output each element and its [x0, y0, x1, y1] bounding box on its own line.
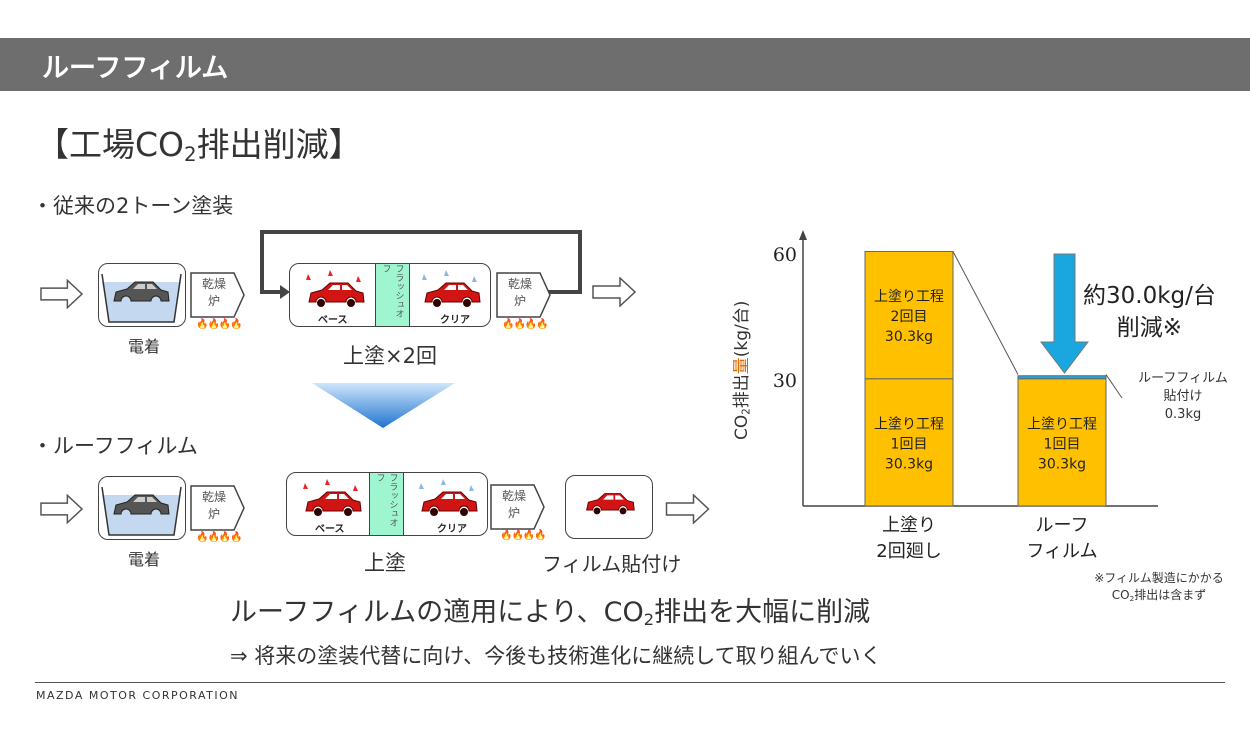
y-tick-label: 60 — [773, 244, 797, 266]
conclusion-part: 排出を大幅に削減 — [654, 597, 871, 628]
conclusion-part: ルーフフィルムの適用により、CO — [230, 597, 644, 628]
flame-icon: 🔥🔥🔥🔥 — [196, 319, 243, 330]
dryer-label: 炉 — [207, 507, 220, 521]
dryer-label: 炉 — [207, 294, 220, 308]
dryer-oven-1: 乾燥炉 — [190, 272, 246, 318]
bar-segment — [864, 250, 954, 380]
bar-segment-label: 30.3kg — [885, 456, 933, 472]
paint-booth-2: ベース フラッシュオフ クリア — [286, 472, 488, 536]
connector-line — [952, 251, 1019, 375]
conclusion-line-2: ⇒ 将来の塗装代替に向け、今後も技術進化に継続して取り組んでいく — [230, 644, 882, 668]
dryer-oven-3: 乾燥炉 — [190, 485, 246, 531]
paint-booth-1: ベース フラッシュオフ クリア — [289, 263, 491, 327]
co2-chart: 60 30 上塗り工程 1回目 30.3kg 上塗り工程 1回目 30.3kg 上塗り工程 2回目… — [773, 230, 1158, 562]
footnote-line: ※フィルム製造にかかる — [1094, 571, 1224, 585]
ed-tank-1 — [98, 263, 186, 327]
flash-off-zone: フラッシュオフ — [375, 264, 410, 326]
bar-segment-label: 30.3kg — [885, 329, 933, 345]
clear-label: クリア — [437, 524, 467, 535]
dryer-oven-4: 乾燥炉 — [490, 484, 546, 530]
film-caption: フィルム貼付け — [542, 552, 682, 576]
film-leader-line — [1105, 374, 1123, 399]
bar-segment-label: 上塗り工程 — [874, 288, 944, 305]
flame-icon: 🔥🔥🔥🔥 — [500, 530, 547, 541]
y-axis-arrowhead — [799, 230, 807, 240]
film-application-box — [565, 475, 653, 539]
ed-caption-1: 電着 — [128, 337, 161, 356]
conclusion-line-1: ルーフフィルムの適用により、CO2排出を大幅に削減 — [230, 590, 870, 629]
dryer-label: 乾燥 — [201, 490, 226, 504]
topcoat-x2-caption: 上塗×2回 — [343, 344, 437, 368]
dryer-label: 炉 — [507, 506, 520, 520]
topcoat-caption: 上塗 — [364, 551, 406, 575]
ed-car-icon — [101, 486, 182, 536]
slide-title: ルーフフィルム — [42, 53, 229, 84]
ed-caption-2: 電着 — [128, 550, 161, 569]
film-annot-line: ルーフフィルム — [1138, 371, 1228, 386]
footer-company: MAZDA MOTOR CORPORATION — [36, 689, 240, 702]
dryer-label: 乾燥 — [201, 277, 226, 291]
bar-segment-label: 2回目 — [891, 309, 928, 325]
bar-segment — [1017, 375, 1107, 380]
repeat-loop-line — [260, 230, 582, 294]
category-label: 2回廻し — [876, 541, 941, 562]
conclusion-sub: 2 — [643, 610, 655, 630]
flame-icon: 🔥🔥🔥🔥 — [196, 532, 243, 543]
bar-segment-label: 1回目 — [891, 436, 928, 452]
dryer-oven-2: 乾燥炉 — [496, 272, 552, 318]
ylabel-part: (kg/台) — [732, 300, 752, 358]
transition-arrow — [312, 383, 455, 428]
bar-segment-label: 1回目 — [1044, 436, 1081, 452]
ylabel-part: 量 — [732, 357, 752, 375]
clear-label: クリア — [440, 315, 470, 326]
reduction-label: 削減※ — [1116, 315, 1183, 341]
footnote-line: 排出は含まず — [1134, 588, 1207, 602]
bar-segment-label: 30.3kg — [1038, 456, 1086, 472]
base-label: ベース — [318, 315, 348, 326]
footer-divider — [35, 682, 1225, 683]
bar-segment-label: 上塗り工程 — [1027, 415, 1097, 432]
heading-sub: 2 — [184, 142, 197, 166]
ed-tank-2 — [98, 476, 186, 540]
flame-icon: 🔥🔥🔥🔥 — [502, 319, 549, 330]
ylabel-part: 排出 — [732, 374, 752, 409]
category-label: 上塗り — [882, 514, 936, 536]
reduction-arrow — [1039, 253, 1090, 374]
y-tick-label: 30 — [773, 370, 797, 392]
flash-off-zone: フラッシュオフ — [369, 473, 404, 535]
dryer-label: 乾燥 — [507, 277, 532, 291]
loop-arrowhead — [280, 285, 290, 299]
film-annot-line: 0.3kg — [1164, 407, 1202, 422]
footnote: ※フィルム製造にかかる CO2排出は含まず — [1080, 570, 1238, 607]
conventional-label: ・従来の2トーン塗装 — [32, 194, 234, 218]
reduction-annotation: 約30.0kg/台削減※ — [1083, 280, 1216, 344]
process-diagram — [40, 230, 710, 524]
roof-label: ・ルーフフィルム — [32, 434, 198, 458]
y-axis-label: CO2排出量(kg/台) — [727, 301, 753, 440]
header-bar: ルーフフィルム — [0, 38, 1250, 91]
film-annotation: ルーフフィルム貼付け 0.3kg — [1128, 370, 1238, 424]
footnote-line: CO — [1111, 588, 1130, 602]
category-label: ルーフ — [1036, 515, 1089, 536]
base-label: ベース — [315, 524, 345, 535]
category-label: フィルム — [1026, 541, 1097, 562]
bar-segment-label: 上塗り工程 — [874, 415, 944, 432]
section-heading: 【工場CO2排出削減】 — [36, 118, 362, 166]
ylabel-part: CO — [732, 414, 752, 440]
dryer-label: 乾燥 — [501, 489, 526, 503]
reduction-amount: 約30.0kg/台 — [1083, 283, 1216, 309]
ylabel-sub: 2 — [741, 408, 753, 415]
heading-suffix: 排出削減】 — [196, 125, 362, 164]
film-annot-line: 貼付け — [1163, 389, 1203, 404]
heading-prefix: 【工場CO — [36, 125, 185, 164]
dryer-label: 炉 — [513, 294, 526, 308]
footnote-sub: 2 — [1129, 593, 1135, 603]
bar-segment — [1017, 378, 1107, 507]
ed-car-icon — [101, 273, 182, 323]
